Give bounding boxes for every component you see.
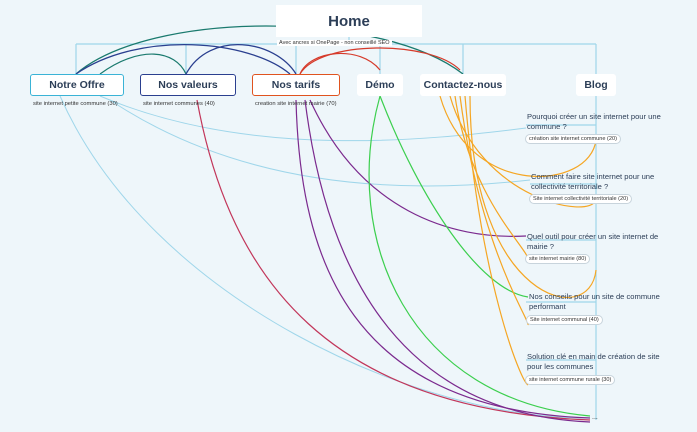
nav-nos-valeurs[interactable]: Nos valeurs [140, 74, 236, 96]
nav-nos-tarifs[interactable]: Nos tarifs [252, 74, 340, 96]
lightblue-links [59, 95, 591, 419]
keyword-nos-valeurs: site internet communes (40) [143, 101, 215, 107]
home-note: Avec ancres si OnePage - non conseillé S… [277, 40, 392, 46]
blog-article-1[interactable]: Pourquoi créer un site internet pour une… [527, 112, 661, 131]
blog-article-2-keyword: Site internet collectivité territoriale … [529, 194, 633, 204]
nav-contactez-nous[interactable]: Contactez-nous [420, 74, 506, 96]
teal-link-2 [99, 53, 187, 75]
blue-links [75, 43, 297, 75]
teal-link [75, 25, 464, 75]
blog-article-4-keyword: Site internet communal (40) [526, 315, 603, 325]
blog-article-4[interactable]: Nos conseils pour un site de commune per… [529, 292, 660, 311]
keyword-notre-offre: site internet petite commune (30) [33, 101, 118, 107]
blog-article-5[interactable]: Solution clé en main de création de site… [527, 352, 660, 371]
crimson-link [196, 99, 591, 421]
blog-article-3[interactable]: Quel outil pour créer un site internet d… [527, 232, 659, 251]
nav-notre-offre[interactable]: Notre Offre [30, 74, 124, 96]
tree-lines [75, 37, 597, 420]
blog-article-1-keyword: création site internet commune (20) [525, 134, 621, 144]
blog-article-2[interactable]: Comment faire site internet pour une col… [531, 172, 655, 191]
blog-article-5-keyword: site internet commune rurale (30) [525, 375, 616, 385]
keyword-nos-tarifs: creation site internet mairie (70) [255, 101, 337, 107]
nav-blog[interactable]: Blog [576, 74, 616, 96]
blog-article-3-keyword: site internet mairie (80) [525, 254, 591, 264]
green-links [368, 95, 591, 417]
nav-demo[interactable]: Démo [357, 74, 403, 96]
blog-more: ... [592, 414, 598, 421]
red-links [299, 47, 461, 75]
home-node[interactable]: Home [276, 5, 422, 37]
